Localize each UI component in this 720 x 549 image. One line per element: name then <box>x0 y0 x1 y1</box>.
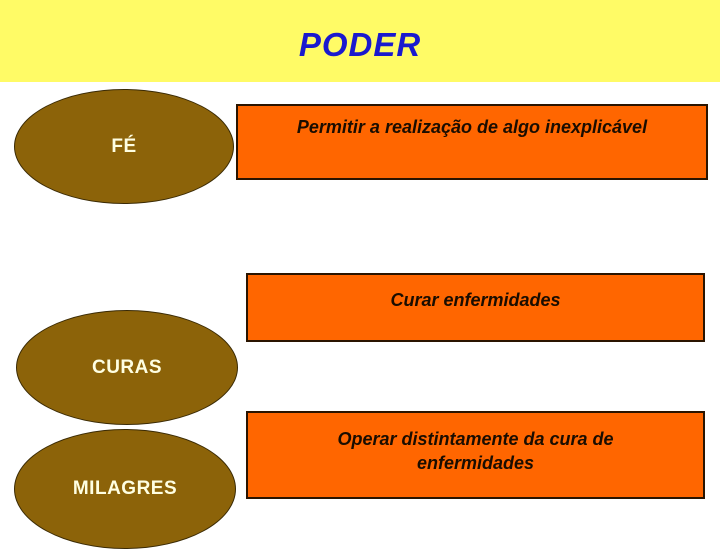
term-ellipse-fe[interactable]: FÉ <box>14 89 234 204</box>
definition-text: Permitir a realização de algo inexplicáv… <box>296 117 648 137</box>
term-ellipse-curas[interactable]: CURAS <box>16 310 238 425</box>
definition-box-curas[interactable]: Curar enfermidades <box>246 273 705 342</box>
definition-text: Curar enfermidades <box>390 290 561 310</box>
concept-diagram: FÉ Permitir a realização de algo inexpli… <box>0 82 720 549</box>
page-title: PODER <box>298 26 422 63</box>
term-label: CURAS <box>91 356 163 378</box>
term-label: MILAGRES <box>72 478 178 499</box>
term-ellipse-milagres[interactable]: MILAGRES <box>14 429 236 549</box>
diagram-row: CURAS Curar enfermidades <box>0 230 720 425</box>
title-banner: PODER <box>0 0 720 82</box>
definition-text: Operar distintamente da cura de enfermid… <box>337 429 614 474</box>
term-label: FÉ <box>111 135 137 157</box>
definition-box-fe[interactable]: Permitir a realização de algo inexplicáv… <box>236 104 708 180</box>
diagram-row: FÉ Permitir a realização de algo inexpli… <box>0 82 720 230</box>
diagram-row: MILAGRES Operar distintamente da cura de… <box>0 367 720 549</box>
definition-box-milagres[interactable]: Operar distintamente da cura de enfermid… <box>246 411 705 499</box>
